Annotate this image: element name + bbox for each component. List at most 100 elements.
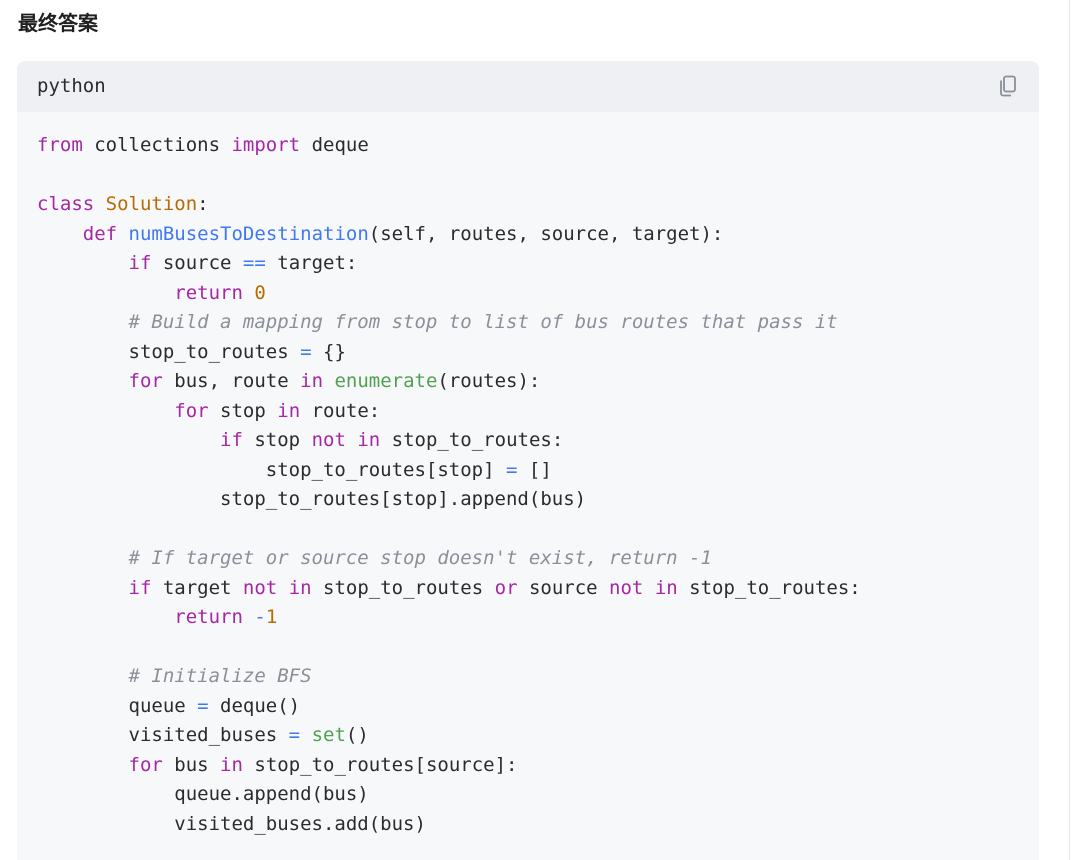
function-name: numBusesToDestination: [128, 222, 369, 245]
builtin-name: set: [311, 724, 346, 746]
keyword: in: [300, 370, 324, 392]
code-text: stop_to_routes:: [677, 576, 861, 599]
code-line: visited_buses.add(bus): [37, 810, 861, 840]
code-line: for bus in stop_to_routes[source]:: [37, 751, 861, 781]
code-line: # Build a mapping from stop to list of b…: [37, 308, 861, 338]
code-line: for stop in route:: [37, 397, 861, 427]
code-text: [243, 606, 254, 628]
code-line: def numBusesToDestination(self, routes, …: [37, 220, 861, 250]
builtin-name: enumerate: [334, 370, 438, 392]
operator: =: [288, 724, 301, 746]
keyword: return: [174, 281, 243, 304]
code-text: [277, 577, 288, 599]
code-line: from collections import deque: [37, 131, 861, 161]
keyword: not: [311, 429, 346, 451]
code-text: (self, routes, source, target):: [368, 222, 724, 245]
code-text: stop: [242, 429, 312, 451]
code-block-header: python: [17, 61, 1039, 112]
code-text: stop_to_routes: [311, 576, 495, 599]
code-text: (): [345, 724, 369, 746]
keyword: for: [128, 753, 163, 776]
code-text: visited_buses: [37, 724, 289, 746]
code-text: collections: [82, 134, 232, 156]
keyword: not: [609, 576, 644, 599]
code-text: [37, 547, 129, 569]
comment: # Initialize BFS: [128, 665, 312, 687]
number-literal: 1: [265, 606, 278, 628]
code-text: [37, 606, 174, 628]
code-body: from collections import deque class Solu…: [37, 131, 861, 839]
code-text: bus: [162, 753, 221, 776]
keyword: if: [128, 252, 152, 274]
code-line: return 0: [37, 279, 861, 309]
code-text: deque(): [208, 694, 301, 717]
code-text: [37, 754, 129, 776]
code-text: source: [151, 252, 243, 274]
code-text: [37, 252, 129, 274]
code-block: python from collections import deque cla…: [17, 61, 1039, 860]
keyword: if: [220, 429, 243, 451]
keyword: def: [82, 222, 118, 245]
code-text: queue: [37, 694, 198, 717]
code-line: stop_to_routes[stop] = []: [37, 456, 861, 486]
copy-icon: [1000, 75, 1016, 97]
code-text: [323, 370, 334, 392]
keyword: if: [128, 576, 152, 599]
class-name: Solution: [105, 193, 198, 215]
code-text: deque: [300, 134, 369, 156]
code-line: return -1: [37, 603, 861, 633]
code-line: # Initialize BFS: [37, 662, 861, 692]
code-text: [94, 193, 105, 215]
code-language-label: python: [37, 75, 106, 97]
code-text: stop_to_routes[source]:: [242, 753, 518, 776]
keyword: class: [37, 193, 95, 215]
code-text: route:: [300, 399, 381, 422]
code-text: [300, 724, 311, 746]
code-text: target:: [265, 252, 358, 274]
code-text: [346, 429, 357, 451]
panel-right-border: [1069, 0, 1070, 860]
code-text: stop_to_routes:: [380, 429, 564, 451]
code-line: queue = deque(): [37, 692, 861, 722]
keyword: in: [220, 753, 243, 776]
code-text: [37, 223, 83, 245]
code-line: stop_to_routes[stop].append(bus): [37, 485, 861, 515]
code-text: visited_buses.add(bus): [37, 812, 426, 835]
keyword: import: [231, 134, 301, 156]
code-text: stop: [208, 399, 278, 422]
code-line: for bus, route in enumerate(routes):: [37, 367, 861, 397]
code-text: (routes):: [437, 370, 541, 392]
operator: -: [254, 606, 266, 628]
code-text: [37, 429, 220, 451]
code-text: [37, 282, 174, 304]
comment: # If target or source stop doesn't exist…: [128, 547, 712, 569]
keyword: not: [242, 576, 278, 599]
code-text: stop_to_routes[stop].append(bus): [37, 488, 587, 510]
code-text: {}: [311, 340, 346, 363]
code-line: queue.append(bus): [37, 780, 861, 810]
code-text: [117, 223, 128, 245]
keyword: in: [288, 576, 312, 599]
keyword: for: [128, 370, 163, 392]
code-line: [37, 633, 861, 663]
code-text: [243, 282, 254, 304]
code-line: if stop not in stop_to_routes:: [37, 426, 861, 456]
keyword: from: [37, 134, 83, 156]
code-text: stop_to_routes: [37, 340, 301, 363]
operator: ==: [242, 252, 266, 274]
page-title: 最终答案: [18, 11, 98, 35]
code-text: [37, 370, 129, 392]
keyword: in: [277, 399, 301, 422]
code-text: [37, 665, 129, 687]
code-text: source: [517, 576, 610, 599]
code-text: [643, 577, 654, 599]
code-line: if target not in stop_to_routes or sourc…: [37, 574, 861, 604]
code-text: queue.append(bus): [37, 783, 369, 805]
code-line: [37, 161, 861, 191]
operator: =: [506, 458, 518, 481]
operator: =: [197, 694, 209, 717]
keyword: in: [357, 429, 381, 451]
comment: # Build a mapping from stop to list of b…: [128, 311, 838, 333]
code-text: stop_to_routes[stop]: [37, 458, 506, 481]
copy-code-button[interactable]: [995, 73, 1021, 99]
